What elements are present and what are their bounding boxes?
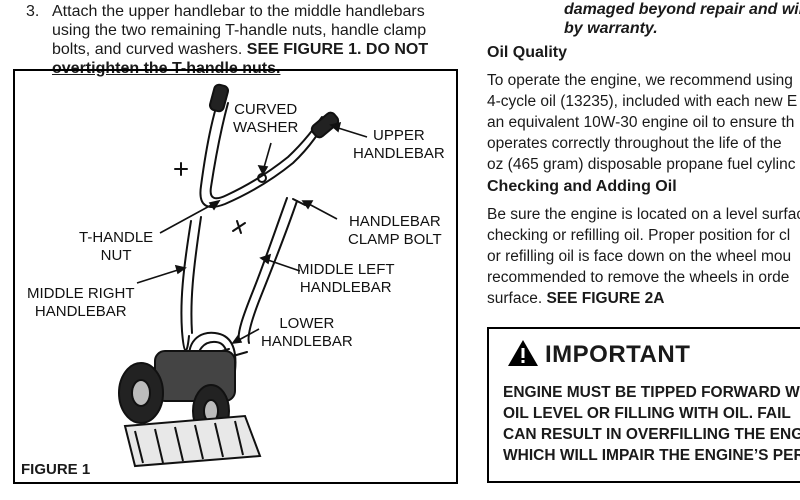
important-line: CAN RESULT IN OVERFILLING THE ENG	[503, 426, 800, 443]
step-line-3: bolts, and curved washers. SEE FIGURE 1.…	[52, 40, 452, 59]
lower-handlebar-label-2: HANDLEBAR	[261, 333, 353, 350]
middle-right-handlebar-drawing	[180, 220, 192, 352]
important-line: ENGINE MUST BE TIPPED FORWARD WH	[503, 384, 800, 401]
middle-left-handlebar-drawing	[237, 197, 288, 342]
overtighten-warning: overtighten the T-handle nuts.	[52, 60, 281, 77]
middle-left-label-1: MIDDLE LEFT	[297, 261, 395, 278]
tines-drawing	[123, 414, 262, 468]
oil-quality-line: oz (465 gram) disposable propane fuel cy…	[487, 156, 796, 173]
middle-left-handlebar-label: MIDDLE LEFT HANDLEBAR	[297, 261, 395, 297]
clamp-bolt-label-2: CLAMP BOLT	[348, 231, 442, 248]
figure-1: CURVED WASHER UPPER HANDLEBAR HANDLEBAR …	[13, 69, 458, 484]
see-figure-1-note: SEE FIGURE 1. DO NOT	[246, 41, 429, 58]
right-grip-drawing	[310, 111, 340, 139]
checking-oil-line: recommended to remove the wheels in orde	[487, 269, 790, 286]
figure-caption: FIGURE 1	[21, 461, 91, 478]
clamp-bolt-leader	[306, 202, 338, 220]
important-line: OIL LEVEL OR FILLING WITH OIL. FAIL	[503, 405, 791, 422]
checking-oil-line: Be sure the engine is located on a level…	[487, 206, 800, 223]
upper-handlebar-leader	[334, 126, 368, 138]
middle-right-leader	[136, 268, 182, 284]
upper-handlebar-label: UPPER HANDLEBAR	[353, 127, 445, 163]
left-grip-drawing	[208, 83, 230, 113]
checking-oil-line: or refilling oil is face down on the whe…	[487, 248, 792, 265]
oil-quality-line: 4-cycle oil (13235), included with each …	[487, 93, 798, 110]
step-line-2: using the two remaining T-handle nuts, h…	[52, 22, 427, 39]
upper-handlebar-label-1: UPPER	[373, 127, 425, 144]
oil-quality-line: an equivalent 10W-30 engine oil to ensur…	[487, 114, 795, 131]
step-line-3-plain: bolts, and curved washers.	[52, 41, 243, 58]
curved-washer-label: CURVED WASHER	[233, 101, 298, 137]
warranty-line-2: by warranty.	[564, 20, 658, 37]
t-handle-nut-label: T-HANDLE NUT	[79, 229, 153, 265]
middle-right-handlebar-label: MIDDLE RIGHT HANDLEBAR	[27, 285, 135, 321]
important-notice-box: IMPORTANT ENGINE MUST BE TIPPED FORWARD …	[487, 327, 800, 483]
important-title: IMPORTANT	[545, 341, 691, 368]
important-line: WHICH WILL IMPAIR THE ENGINE’S PER	[503, 447, 800, 464]
middle-left-label-2: HANDLEBAR	[299, 279, 392, 296]
step-line-1: Attach the upper handlebar to the middle…	[52, 3, 425, 20]
oil-quality-line: operates correctly throughout the life o…	[487, 135, 782, 152]
checking-last-plain: surface.	[487, 290, 543, 307]
checking-oil-heading: Checking and Adding Oil	[487, 178, 677, 195]
see-figure-2a-note: SEE FIGURE 2A	[546, 290, 665, 307]
handlebar-clamp-bolt-label: HANDLEBAR CLAMP BOLT	[348, 213, 442, 249]
middle-left-leader	[264, 258, 301, 272]
important-text: ENGINE MUST BE TIPPED FORWARD WH OIL LEV…	[503, 382, 800, 466]
upper-handlebar-drawing	[199, 100, 328, 208]
lower-handlebar-leader	[236, 328, 260, 342]
t-handle-nut-leader	[159, 202, 216, 234]
curved-washer-label-2: WASHER	[233, 119, 299, 136]
step-3-instructions: Attach the upper handlebar to the middle…	[52, 2, 452, 78]
step-number: 3.	[26, 3, 40, 20]
lower-handlebar-label: LOWER HANDLEBAR	[261, 315, 353, 351]
checking-oil-line: checking or refilling oil. Proper positi…	[487, 227, 791, 244]
warranty-line-1: damaged beyond repair and will	[564, 1, 800, 18]
upper-handlebar-label-2: HANDLEBAR	[353, 145, 445, 162]
oil-quality-paragraph: To operate the engine, we recommend usin…	[487, 70, 797, 175]
warning-triangle-icon	[508, 340, 538, 366]
t-handle-nut-label-1: T-HANDLE	[79, 229, 154, 246]
lower-handlebar-label-1: LOWER	[279, 315, 335, 332]
oil-quality-heading: Oil Quality	[487, 44, 568, 61]
curved-washer-label-1: CURVED	[234, 101, 298, 118]
middle-right-label-1: MIDDLE RIGHT	[27, 285, 135, 302]
warranty-note: damaged beyond repair and will by warran…	[564, 0, 800, 38]
clamp-bolt-label-1: HANDLEBAR	[348, 213, 441, 230]
oil-quality-line: To operate the engine, we recommend usin…	[487, 72, 793, 89]
t-handle-nut-label-2: NUT	[100, 247, 132, 264]
checking-oil-paragraph: Be sure the engine is located on a level…	[487, 204, 800, 309]
middle-right-label-2: HANDLEBAR	[34, 303, 127, 320]
handlebar-assembly-illustration	[118, 83, 368, 468]
checking-oil-line: surface. SEE FIGURE 2A	[487, 288, 800, 309]
